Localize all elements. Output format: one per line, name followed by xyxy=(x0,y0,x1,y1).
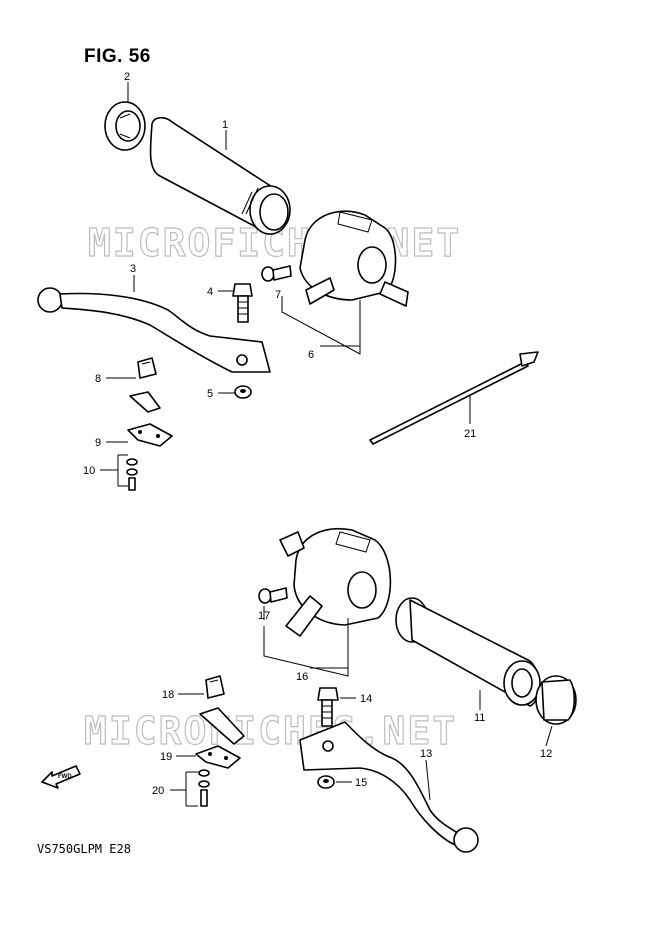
figure-title: FIG. 56 xyxy=(84,46,151,67)
callout-6: 6 xyxy=(308,349,314,361)
callout-2: 2 xyxy=(124,71,130,83)
bolt-14 xyxy=(317,687,339,727)
screw-7 xyxy=(261,265,292,282)
callout-8: 8 xyxy=(95,373,101,385)
clutch-lever xyxy=(299,721,479,853)
fwd-arrow: FWD xyxy=(41,765,81,789)
callout-16: 16 xyxy=(296,671,308,683)
callout-18: 18 xyxy=(162,689,174,701)
bracket-9 xyxy=(127,391,173,447)
throttle-grip xyxy=(149,116,291,235)
nut-15 xyxy=(317,775,335,789)
switch-18 xyxy=(205,675,225,699)
callout-4: 4 xyxy=(207,286,213,298)
callout-numbers: 2 1 3 4 7 6 5 8 9 10 21 17 16 18 14 11 1… xyxy=(83,71,552,797)
left-switch-housing xyxy=(279,528,392,637)
end-cap-top xyxy=(104,101,146,151)
callout-21: 21 xyxy=(464,428,476,440)
callout-7: 7 xyxy=(275,289,281,301)
screw-17 xyxy=(258,587,288,604)
callout-15: 15 xyxy=(355,777,367,789)
callout-5: 5 xyxy=(207,388,213,400)
callout-10: 10 xyxy=(83,465,95,477)
callout-12: 12 xyxy=(540,748,552,760)
end-cap-bottom xyxy=(535,675,577,725)
watermark-bottom: MICROFICHES.NET xyxy=(84,709,457,753)
callout-20: 20 xyxy=(152,785,164,797)
callout-17: 17 xyxy=(258,610,270,622)
callout-13: 13 xyxy=(420,748,432,760)
right-switch-housing xyxy=(299,210,409,307)
model-code: VS750GLPM E28 xyxy=(37,842,131,856)
switch-8 xyxy=(137,357,157,379)
callout-1: 1 xyxy=(222,119,228,131)
left-grip xyxy=(395,597,541,707)
callout-19: 19 xyxy=(160,751,172,763)
cable-tie-21 xyxy=(369,351,539,445)
callout-14: 14 xyxy=(360,693,372,705)
nut-5 xyxy=(234,385,252,399)
brake-lever-front xyxy=(37,287,271,373)
callout-9: 9 xyxy=(95,437,101,449)
callout-3: 3 xyxy=(130,263,136,275)
callout-11: 11 xyxy=(474,712,485,724)
bolt-4 xyxy=(232,283,253,323)
fwd-label: FWD xyxy=(58,774,72,780)
bracket-19 xyxy=(195,707,245,769)
screw-set-20 xyxy=(198,769,210,807)
screw-set-10 xyxy=(126,458,138,491)
leader-lines xyxy=(100,82,553,807)
